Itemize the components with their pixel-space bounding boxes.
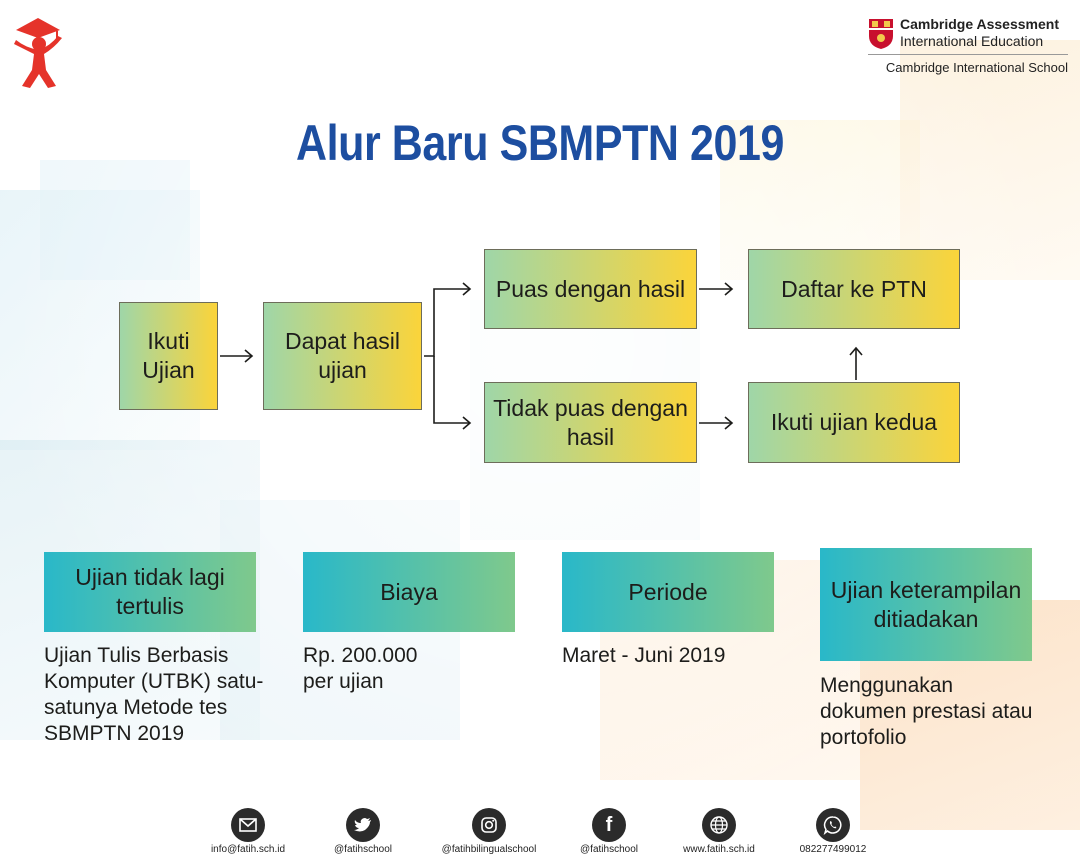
twitter-icon [346,808,380,842]
flow-step-daftar-ptn: Daftar ke PTN [748,249,960,329]
info-desc-keterampilan: Menggunakan dokumen prestasi atau portof… [820,674,1033,750]
footer-email[interactable]: info@fatih.sch.id [205,808,291,855]
cambridge-logo: Cambridge Assessment International Educa… [868,16,1068,80]
cambridge-line3: Cambridge International School [885,60,1068,75]
instagram-icon [472,808,506,842]
footer-instagram[interactable]: @fatihbilingualschool [430,808,548,855]
footer-label: @fatihschool [334,844,392,855]
footer-website[interactable]: www.fatih.sch.id [672,808,766,855]
footer-label: 082277499012 [799,844,867,855]
info-desc-ujian: Ujian Tulis Berbasis Komputer (UTBK) sat… [44,644,264,746]
whatsapp-icon [816,808,850,842]
info-desc-periode: Maret - Juni 2019 [562,644,726,667]
cambridge-line1: Cambridge Assessment [900,16,1059,32]
footer-twitter[interactable]: @fatihschool [320,808,406,855]
cambridge-line2: International Education [900,33,1044,49]
info-heading-biaya: Biaya [303,552,515,632]
page-title: Alur Baru SBMPTN 2019 [296,115,784,171]
footer-label: @fatihschool [580,844,638,855]
flow-step-ujian-kedua: Ikuti ujian kedua [748,382,960,463]
flow-step-tidak-puas: Tidak puas dengan hasil [484,382,697,463]
footer-facebook[interactable]: f @fatihschool [566,808,652,855]
globe-icon [702,808,736,842]
cambridge-shield-icon [869,19,893,49]
facebook-icon: f [592,808,626,842]
school-logo [14,18,62,88]
footer-label: www.fatih.sch.id [683,844,755,855]
flow-step-puas: Puas dengan hasil [484,249,697,329]
info-heading-periode: Periode [562,552,774,632]
info-desc-biaya: Rp. 200.000 per ujian [303,644,418,694]
footer-whatsapp[interactable]: 082277499012 [790,808,876,855]
flow-step-dapat-hasil: Dapat hasil ujian [263,302,422,410]
info-heading-keterampilan: Ujian keterampilan ditiadakan [820,548,1032,661]
info-heading-ujian: Ujian tidak lagi tertulis [44,552,256,632]
email-icon [231,808,265,842]
divider [868,54,1068,55]
flow-step-ikuti-ujian: Ikuti Ujian [119,302,218,410]
footer-label: @fatihbilingualschool [441,844,537,855]
footer-label: info@fatih.sch.id [210,844,286,855]
